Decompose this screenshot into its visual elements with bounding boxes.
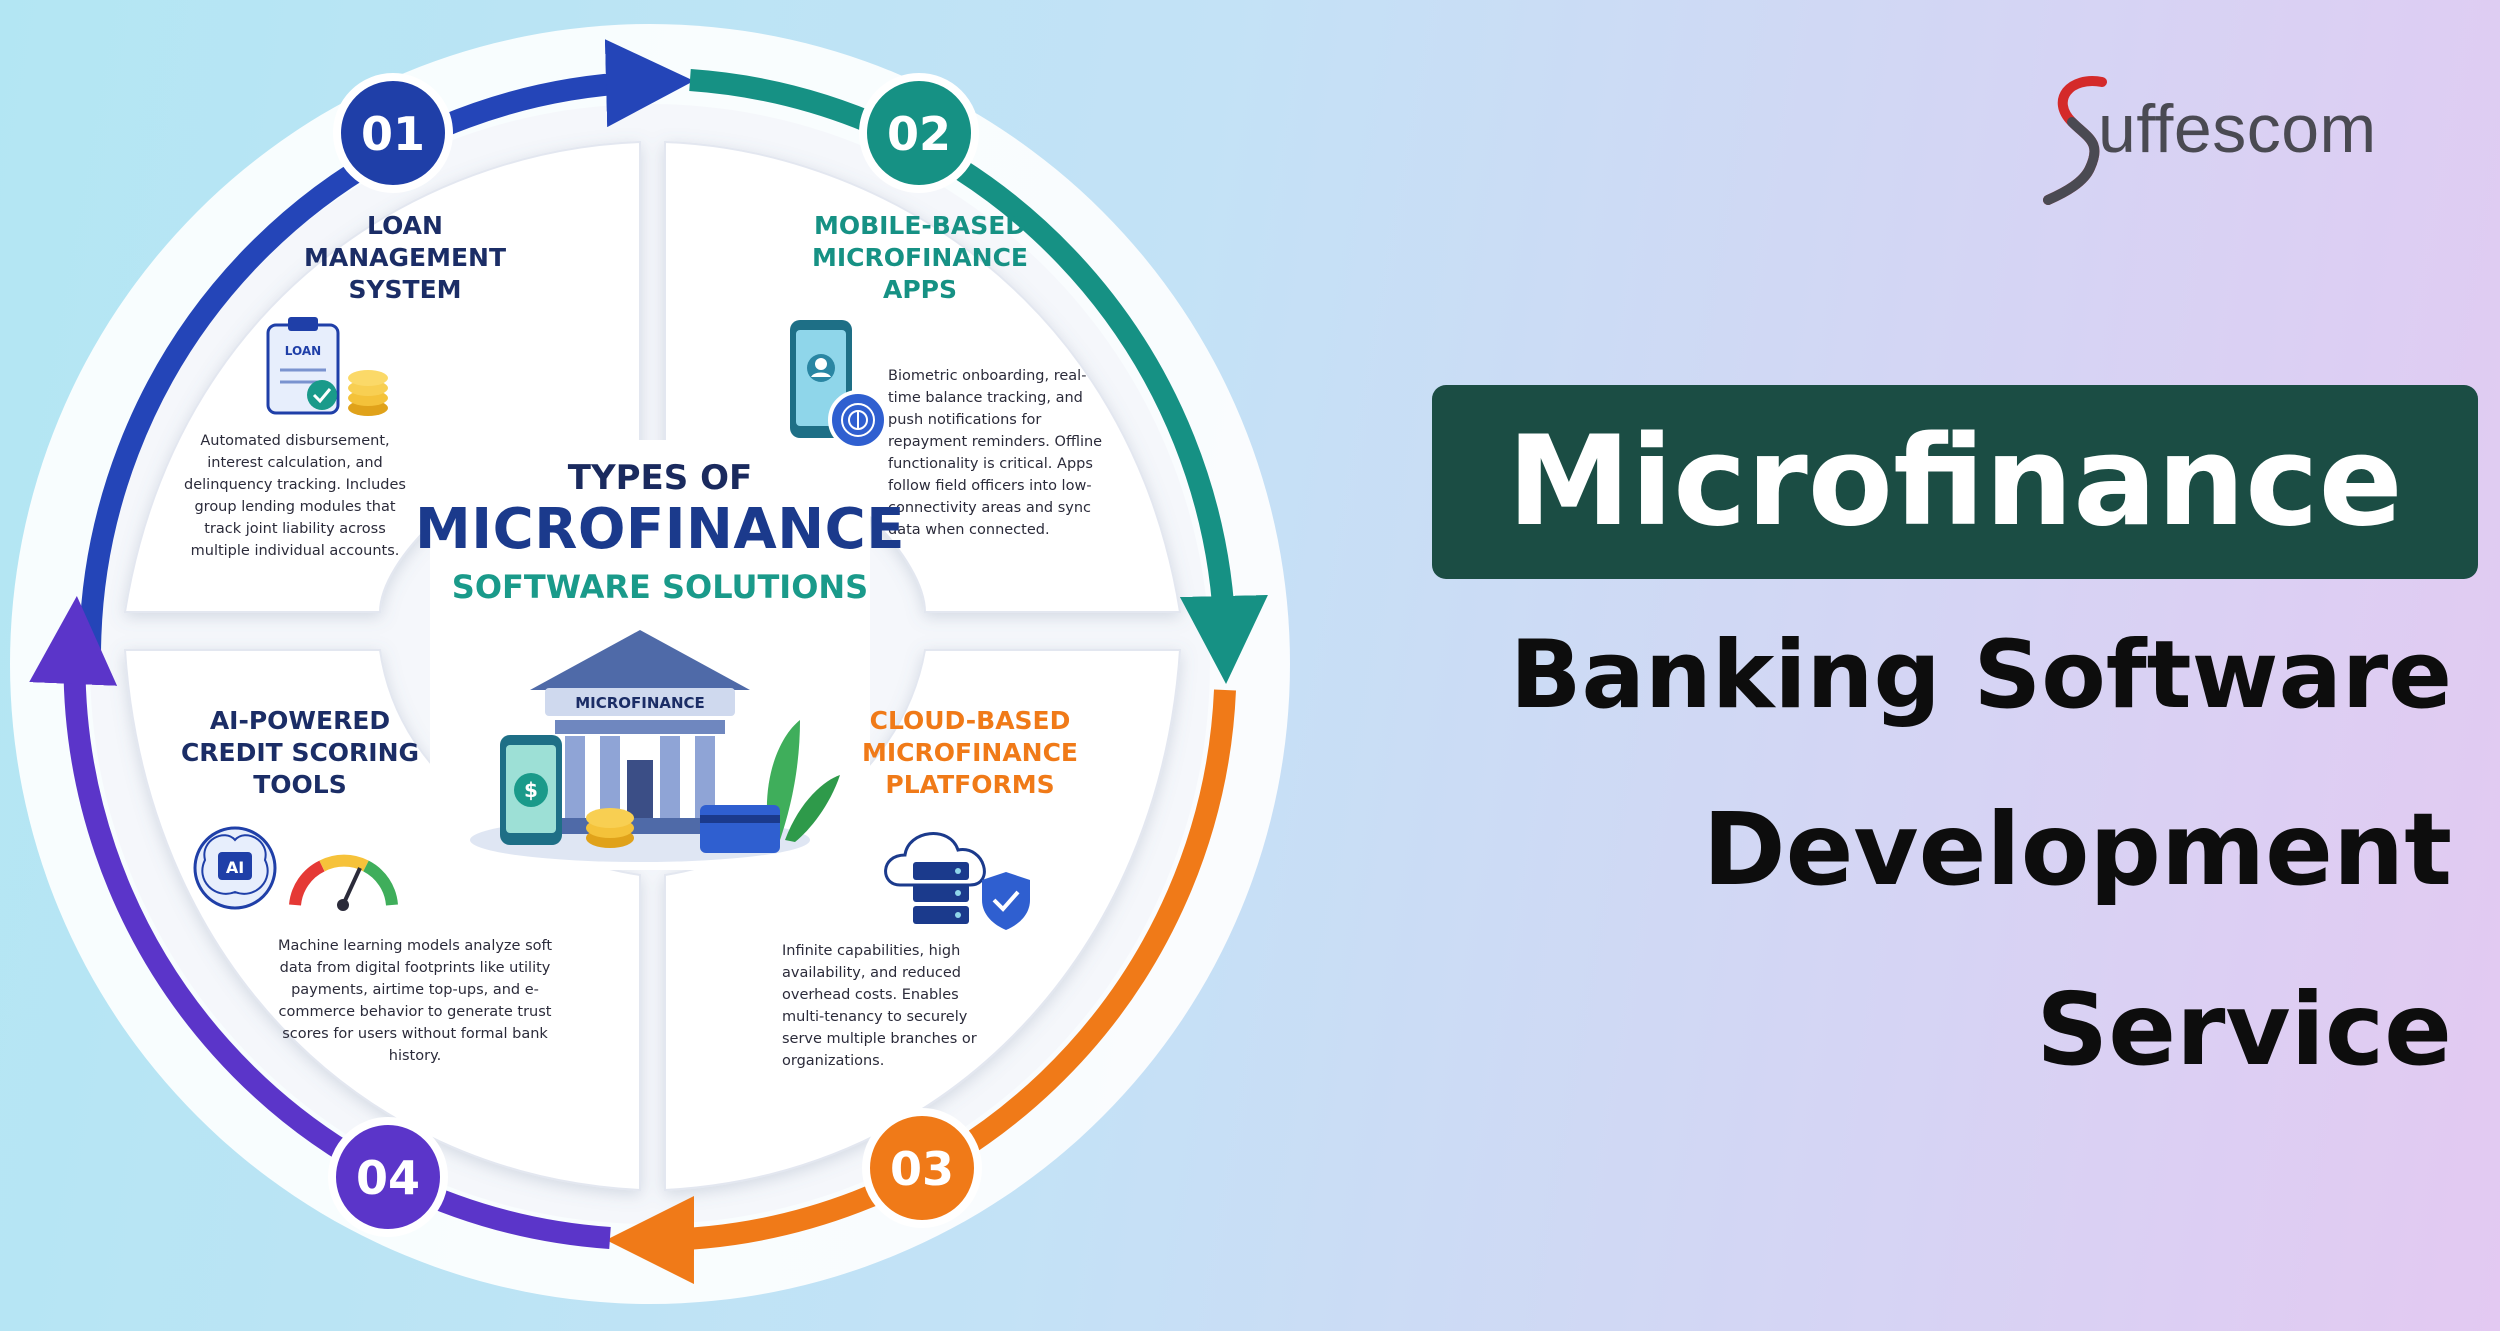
badge-04-number: 04	[356, 1151, 420, 1205]
badge-03: 03	[862, 1108, 982, 1228]
step-01-title: LOAN MANAGEMENT SYSTEM	[303, 211, 507, 304]
headline-line3: Development	[1702, 791, 2452, 908]
badge-01: 01	[333, 73, 453, 193]
badge-02: 02	[859, 73, 979, 193]
badge-01-number: 01	[361, 107, 425, 161]
arc-orange	[606, 689, 1236, 1285]
arc-purple	[29, 596, 611, 1249]
step-03-title: CLOUD-BASED MICROFINANCE PLATFORMS	[861, 706, 1079, 799]
center-title-line2: MICROFINANCE	[415, 497, 905, 562]
headline-line2: Banking Software	[1509, 621, 2452, 730]
ai-icon-label: AI	[226, 858, 244, 877]
svg-text:$: $	[524, 778, 538, 802]
microfinance-types-diagram: 01 02 03 04 MICROFINANCE $	[29, 39, 1268, 1285]
credit-score-gauge-icon	[289, 854, 398, 911]
cloud-server-icon	[884, 832, 986, 924]
bank-building-icon: MICROFINANCE $	[470, 630, 840, 862]
step-01-description: Automated disbursement, interest calcula…	[184, 433, 406, 559]
loan-clipboard-icon: LOAN	[266, 317, 388, 416]
headline-highlight: Microfinance	[1507, 410, 2403, 554]
badge-03-number: 03	[890, 1142, 954, 1196]
step-02-description: Biometric onboarding, real-time balance …	[888, 368, 1103, 538]
headline-line4: Service	[2036, 971, 2452, 1088]
step-04-title: AI-POWERED CREDIT SCORING TOOLS	[180, 706, 420, 799]
arc-blue	[78, 39, 694, 661]
center-title-line3: SOFTWARE SOLUTIONS	[451, 568, 869, 606]
building-sign: MICROFINANCE	[575, 694, 705, 712]
center-title-line1: TYPES OF	[567, 458, 753, 498]
shield-check-icon	[982, 872, 1030, 930]
step-04-description: Machine learning models analyze soft dat…	[277, 938, 553, 1064]
badge-04: 04	[328, 1117, 448, 1237]
brand-name: uffescom	[2098, 91, 2377, 167]
step-02-title: MOBILE-BASED MICROFINANCE APPS	[811, 211, 1029, 304]
ai-brain-icon: AI	[193, 826, 277, 910]
headline-highlight-box	[1432, 385, 2478, 579]
badge-02-number: 02	[887, 107, 951, 161]
step-03-description: Infinite capabilities, high availability…	[782, 943, 977, 1069]
arc-teal	[689, 69, 1268, 684]
fingerprint-icon	[828, 390, 888, 450]
suffescom-logo-mark	[2043, 76, 2107, 205]
loan-icon-label: LOAN	[285, 344, 321, 358]
